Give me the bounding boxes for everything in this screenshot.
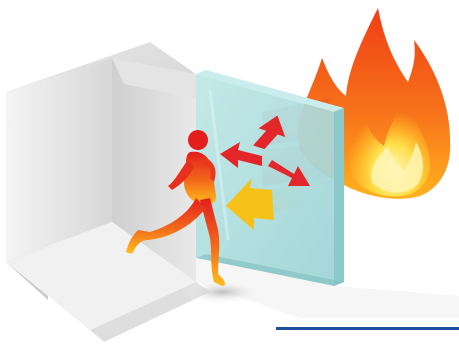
wall-block (6, 42, 210, 342)
accent-underline (276, 327, 459, 330)
